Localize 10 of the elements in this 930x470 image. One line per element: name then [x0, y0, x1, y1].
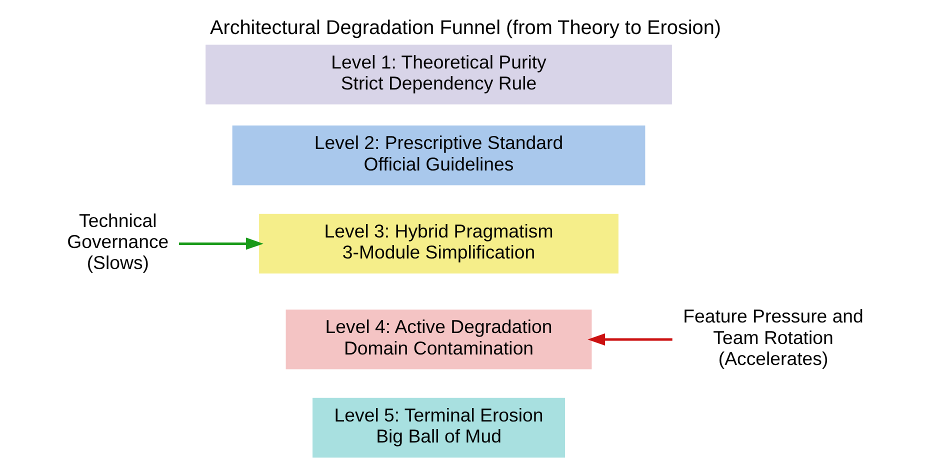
- diagram-title: Architectural Degradation Funnel (from Theory to Erosion): [209, 16, 721, 39]
- node-box: Level 2: Prescriptive Standard Official Guidelines: [232, 126, 645, 186]
- node-text: Feature Pressure and Team Rotation (Accelerates): [682, 306, 863, 369]
- node-box: Level 3: Hybrid Pragmatism 3-Module Simplification: [258, 214, 618, 274]
- node-box: Level 1: Theoretical Purity Strict Dependency Rule: [205, 44, 672, 104]
- node-text: Technical Governance (Slows): [66, 210, 168, 274]
- arrow: [587, 333, 672, 346]
- node-box: Level 4: Active Degradation Domain Contamination: [285, 310, 592, 370]
- arrow: [178, 238, 263, 250]
- node-box: Level 5: Terminal Erosion Big Ball of Mud: [312, 398, 564, 458]
